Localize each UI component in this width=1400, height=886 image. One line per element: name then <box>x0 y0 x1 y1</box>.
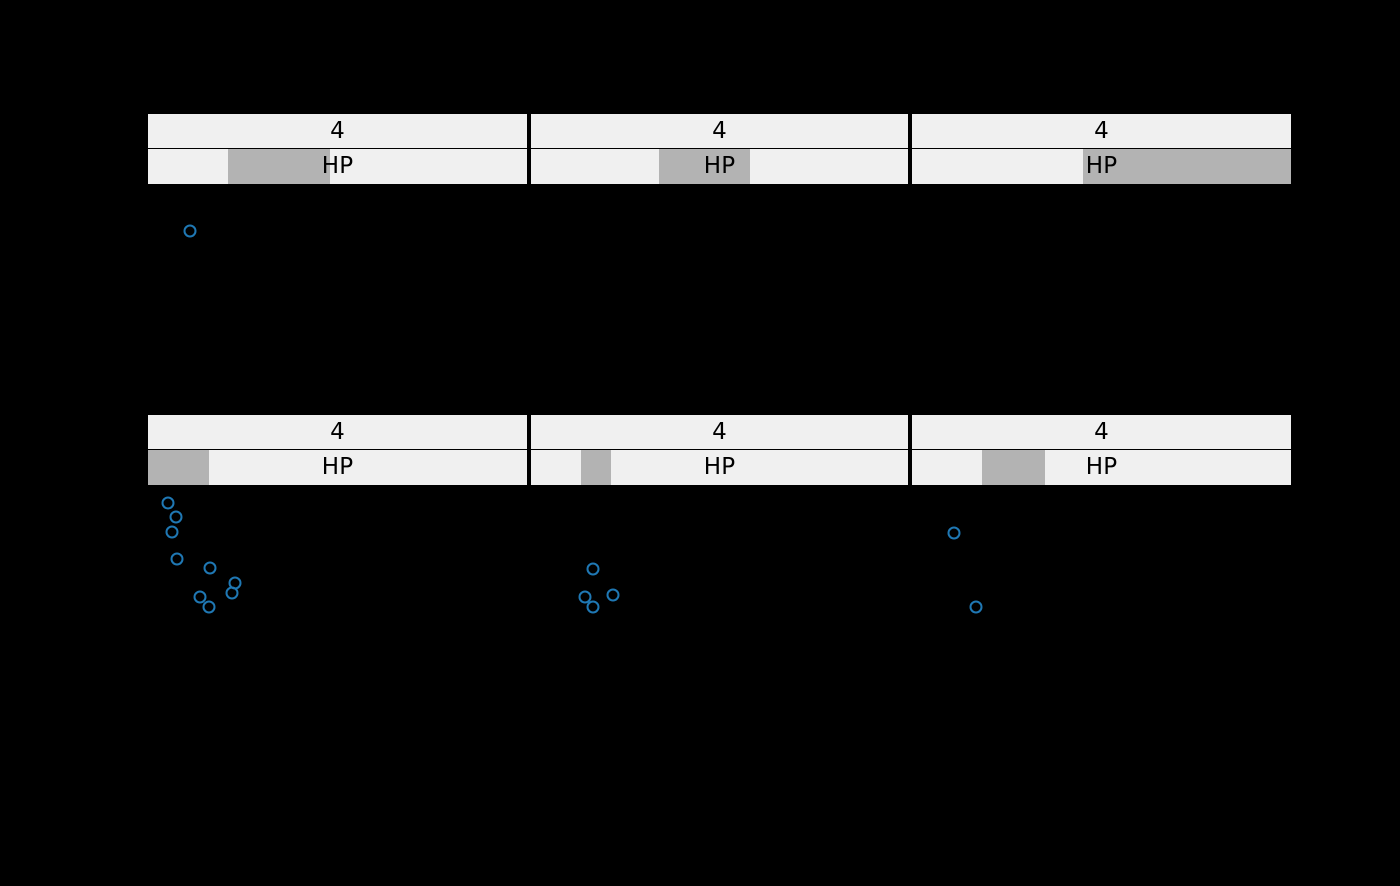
plot-area-row0-col1 <box>530 185 909 435</box>
strip-row1-col1-bottom: HP <box>530 450 909 486</box>
facet-panel-row1-col0: 4 HP <box>147 414 528 886</box>
strip-highlight <box>227 149 330 184</box>
strip-label: 4 <box>712 418 727 445</box>
facet-panel-row0-col2: 4 HP <box>911 113 1292 435</box>
data-point <box>169 510 183 524</box>
strip-row1-col0-top: 4 <box>147 414 528 450</box>
strip-label: HP <box>703 454 736 480</box>
strip-label: 4 <box>1094 418 1109 445</box>
plot-area-row0-col2 <box>911 185 1292 435</box>
data-point <box>203 561 217 575</box>
strip-highlight <box>1082 149 1291 184</box>
data-point <box>969 600 983 614</box>
strip-row0-col1-bottom: HP <box>530 149 909 185</box>
strip-label: HP <box>1085 153 1118 179</box>
data-point <box>165 525 179 539</box>
facet-panel-row0-col1: 4 HP <box>530 113 909 435</box>
data-point <box>183 224 197 238</box>
strip-label: 4 <box>1094 117 1109 144</box>
data-point <box>161 496 175 510</box>
data-point <box>578 590 592 604</box>
facet-grid: 4 HP 4 HP 4 <box>147 113 1292 614</box>
data-point <box>586 562 600 576</box>
plot-area-row1-col0 <box>147 486 528 886</box>
strip-row0-col0-bottom: HP <box>147 149 528 185</box>
facet-panel-row1-col2: 4 HP <box>911 414 1292 886</box>
strip-row1-col2-top: 4 <box>911 414 1292 450</box>
strip-label: HP <box>1085 454 1118 480</box>
strip-row1-col2-bottom: HP <box>911 450 1292 486</box>
strip-label: HP <box>703 153 736 179</box>
strip-row0-col0-top: 4 <box>147 113 528 149</box>
plot-area-row1-col2 <box>911 486 1292 886</box>
data-point <box>193 590 207 604</box>
strip-label: HP <box>321 153 354 179</box>
data-point <box>170 552 184 566</box>
strip-label: 4 <box>330 418 345 445</box>
data-point <box>202 600 216 614</box>
data-point <box>606 588 620 602</box>
facet-panel-row0-col0: 4 HP <box>147 113 528 435</box>
facet-panel-row1-col1: 4 HP <box>530 414 909 886</box>
strip-row0-col2-bottom: HP <box>911 149 1292 185</box>
plot-area-row1-col1 <box>530 486 909 886</box>
strip-highlight <box>148 450 210 485</box>
strip-row0-col2-top: 4 <box>911 113 1292 149</box>
strip-label: HP <box>321 454 354 480</box>
strip-highlight <box>659 149 750 184</box>
strip-label: 4 <box>330 117 345 144</box>
strip-row0-col1-top: 4 <box>530 113 909 149</box>
strip-row1-col1-top: 4 <box>530 414 909 450</box>
data-point <box>947 526 961 540</box>
strip-highlight <box>580 450 611 485</box>
plot-area-row0-col0 <box>147 185 528 435</box>
strip-highlight <box>982 450 1046 485</box>
strip-row1-col0-bottom: HP <box>147 450 528 486</box>
data-point <box>225 586 239 600</box>
strip-label: 4 <box>712 117 727 144</box>
data-point <box>586 600 600 614</box>
